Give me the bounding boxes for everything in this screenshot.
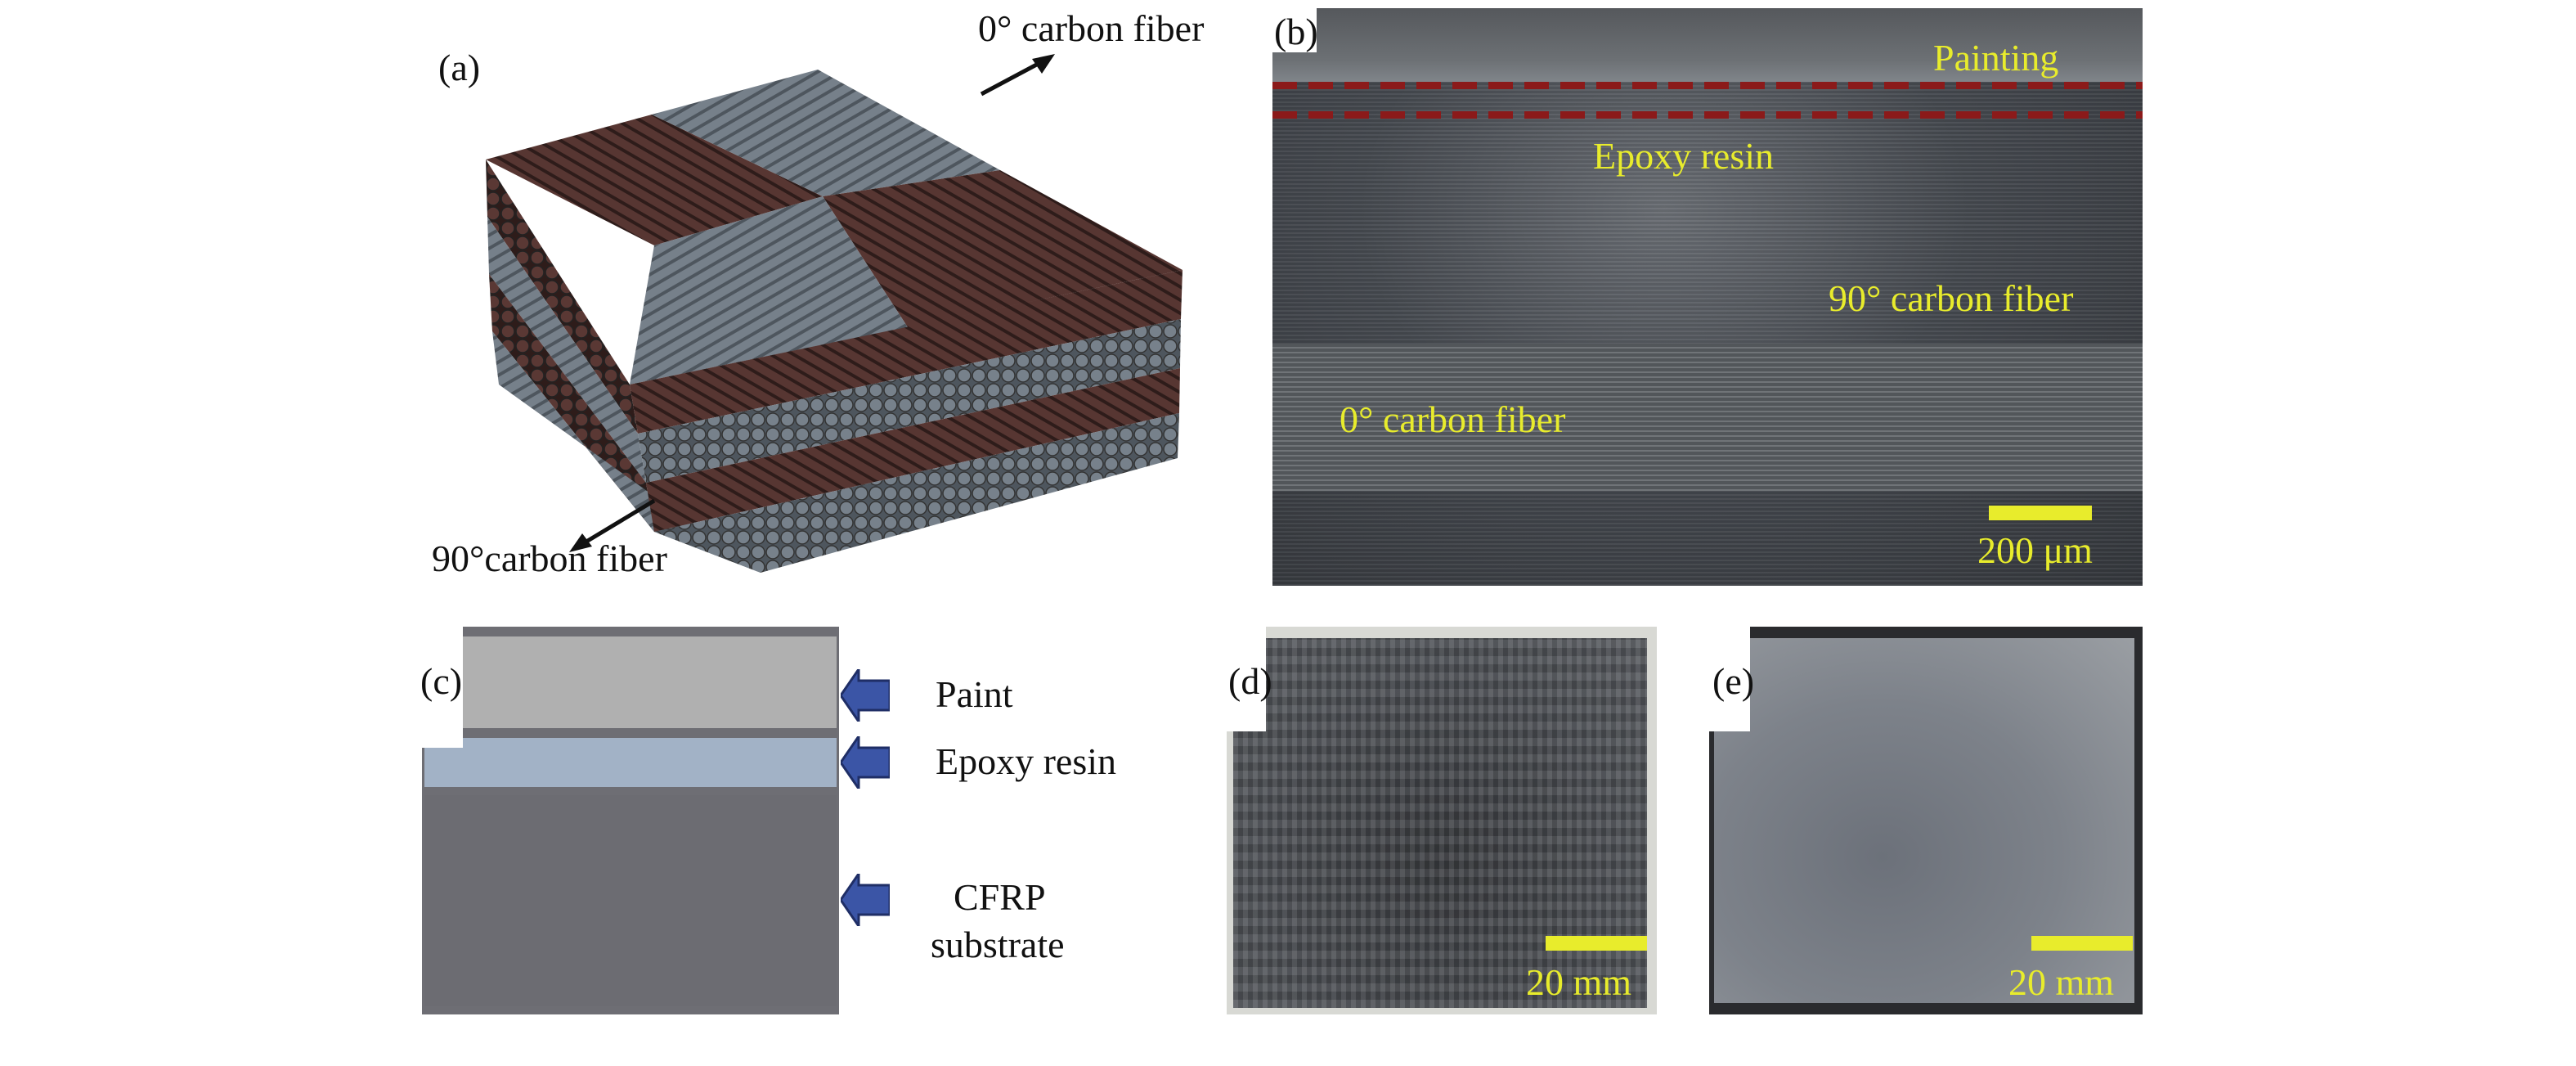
annotation-painting: Painting — [1933, 37, 2059, 79]
annotation-0deg-fiber: 0° carbon fiber — [1340, 398, 1566, 440]
right-face-layer — [638, 319, 1181, 483]
label-epoxy-resin: Epoxy resin — [936, 740, 1117, 782]
panel-d-label: (d) — [1228, 660, 1272, 702]
right-face-layer — [646, 368, 1180, 532]
annotation-90deg-fiber: 90° carbon fiber — [1829, 277, 2074, 319]
arrow-0deg-icon — [1032, 54, 1055, 74]
coating-layer-schematic: (c) — [417, 627, 839, 1014]
scale-bar — [1989, 506, 2092, 520]
top-quad-back — [652, 70, 1000, 196]
top-quad-front — [630, 196, 908, 385]
cfrp-substrate-layer — [424, 795, 837, 1006]
label-substrate: substrate — [931, 924, 1065, 965]
top-quad-back-left — [486, 115, 823, 245]
paint-layer — [424, 636, 837, 728]
top-quad-right — [823, 170, 1183, 327]
arrow-epoxy-icon — [841, 736, 890, 789]
micrograph-cross-section: (b) Painting Epoxy resin 90° carbon fibe… — [1272, 8, 2143, 586]
annotation-0deg-fiber: 0° carbon fiber — [978, 7, 1205, 49]
arrow-90deg-icon — [569, 533, 592, 552]
painting-layer — [1272, 8, 2143, 82]
left-face-layer — [487, 217, 646, 483]
annotation-90deg-fiber: 90°carbon fiber — [432, 537, 667, 579]
left-face-layer — [486, 160, 638, 434]
dashed-boundary-bottom — [1272, 111, 2143, 119]
arrow-cfrp-icon — [841, 874, 890, 926]
arrow-paint-icon — [841, 669, 890, 722]
panel-b-label: (b) — [1274, 11, 1318, 52]
dashed-boundary-top — [1272, 82, 2143, 89]
scale-bar-label: 20 mm — [2008, 961, 2115, 1003]
panel-c-label: (c) — [420, 660, 463, 702]
scale-bar-label: 20 mm — [1526, 961, 1632, 1003]
right-face-layer — [630, 270, 1183, 434]
epoxy-layer — [424, 738, 837, 787]
label-paint: Paint — [936, 673, 1013, 715]
panel-a-label: (a) — [438, 47, 481, 88]
annotation-epoxy-resin: Epoxy resin — [1593, 135, 1775, 177]
scale-bar-label: 200 μm — [1977, 529, 2093, 571]
right-face-layer — [654, 413, 1179, 573]
label-cfrp: CFRP — [954, 876, 1046, 918]
zero-deg-fiber-band — [1272, 344, 2143, 491]
cfrp-sample-photo: (d) 20 mm — [1227, 627, 1657, 1014]
painted-sample-photo: (e) 20 mm — [1709, 627, 2143, 1014]
scale-bar — [2031, 936, 2133, 951]
panel-e-label: (e) — [1712, 660, 1755, 702]
woven-cfrp-surface — [1233, 638, 1647, 1008]
carbon-fiber-layup-diagram — [486, 54, 1183, 573]
scale-bar — [1546, 936, 1647, 951]
